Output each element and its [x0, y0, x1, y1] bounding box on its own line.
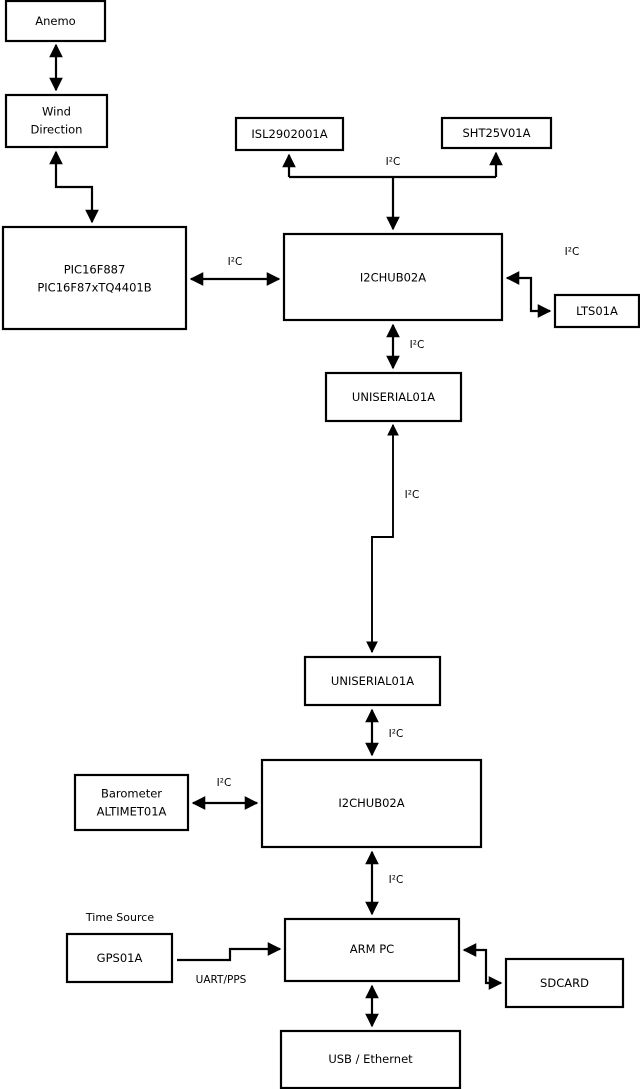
node-sdcard-box[interactable]: [504, 957, 625, 1009]
node-wind-direction[interactable]: Wind Direction: [4, 93, 109, 149]
node-arm-pc-box[interactable]: [283, 917, 461, 983]
node-lts01a-box[interactable]: [553, 293, 640, 329]
node-pic-label-line2: PIC16F87xTQ4401B: [37, 281, 151, 295]
node-i2chub02a-top[interactable]: I2CHUB02A: [282, 232, 504, 322]
node-uniserial01a-top[interactable]: UNISERIAL01A: [324, 371, 463, 423]
node-sdcard[interactable]: SDCARD: [504, 957, 625, 1009]
node-uniserial01a-bottom-box[interactable]: [303, 655, 442, 707]
node-uniserial01a-top-box[interactable]: [324, 371, 463, 423]
node-anemo[interactable]: Anemo: [4, 0, 107, 43]
node-isl2902001a-label: ISL2902001A: [251, 127, 327, 141]
node-pic-label-line1: PIC16F887: [64, 263, 126, 277]
node-uniserial01a-bottom[interactable]: UNISERIAL01A: [303, 655, 442, 707]
label-time-source: Time Source: [85, 911, 154, 924]
edge-arm-pc-sdcard: [462, 943, 503, 990]
node-barometer[interactable]: Barometer ALTIMET01A: [73, 773, 190, 832]
node-wind-direction-box[interactable]: [4, 93, 109, 149]
node-sht25v01a-box[interactable]: [440, 116, 553, 150]
edge-uniserial-top-uniserial-bottom: [366, 423, 399, 654]
node-gps01a-box[interactable]: [65, 932, 174, 984]
node-usb-ethernet[interactable]: USB / Ethernet: [279, 1029, 462, 1089]
node-i2chub02a-bottom[interactable]: I2CHUB02A: [260, 758, 483, 849]
edge-label-uniserial-to-hub-bottom: I²C: [389, 728, 404, 740]
node-i2chub02a-bottom-label: I2CHUB02A: [338, 796, 404, 810]
edge-label-hub-to-lts: I²C: [565, 246, 580, 258]
node-usb-ethernet-label: USB / Ethernet: [328, 1052, 413, 1066]
node-isl2902001a-box[interactable]: [234, 116, 345, 152]
node-isl2902001a[interactable]: ISL2902001A: [234, 116, 345, 152]
node-uniserial01a-bottom-label: UNISERIAL01A: [331, 674, 414, 688]
edge-label-hub-to-uniserial: I²C: [410, 339, 425, 351]
edge-label-pic-to-hub: I²C: [228, 256, 243, 268]
node-sht25v01a[interactable]: SHT25V01A: [440, 116, 553, 150]
edge-label-hub-to-sensors: I²C: [386, 156, 401, 168]
node-wind-direction-label-line1: Wind: [42, 105, 71, 119]
edge-label-gps-to-arm: UART/PPS: [196, 974, 247, 986]
edge-label-barometer-to-hub: I²C: [217, 777, 232, 789]
node-uniserial01a-top-label: UNISERIAL01A: [352, 390, 435, 404]
node-barometer-label-line1: Barometer: [101, 787, 162, 801]
node-sht25v01a-label: SHT25V01A: [463, 126, 531, 140]
edge-pic-wind-direction: [49, 150, 99, 224]
edge-gps-arm-pc: [177, 942, 282, 962]
node-barometer-label-line2: ALTIMET01A: [97, 805, 167, 819]
node-anemo-label: Anemo: [35, 14, 75, 28]
node-pic[interactable]: PIC16F887 PIC16F87xTQ4401B: [1, 225, 188, 331]
node-i2chub02a-bottom-box[interactable]: [260, 758, 483, 849]
node-sdcard-label: SDCARD: [540, 976, 589, 990]
node-i2chub02a-top-label: I2CHUB02A: [360, 271, 426, 285]
edge-label-uniserial-to-uniserial: I²C: [405, 489, 420, 501]
node-usb-ethernet-box[interactable]: [279, 1029, 462, 1089]
node-gps01a[interactable]: GPS01A: [65, 932, 174, 984]
node-barometer-box[interactable]: [73, 773, 190, 832]
node-gps01a-label: GPS01A: [97, 951, 143, 965]
node-arm-pc-label: ARM PC: [350, 942, 394, 956]
node-lts01a-label: LTS01A: [576, 304, 618, 318]
node-i2chub02a-top-box[interactable]: [282, 232, 504, 322]
edge-hub-top-lts: [505, 271, 552, 318]
edge-label-hub-to-arm: I²C: [389, 874, 404, 886]
node-lts01a[interactable]: LTS01A: [553, 293, 640, 329]
node-arm-pc[interactable]: ARM PC: [283, 917, 461, 983]
node-pic-box[interactable]: [1, 225, 188, 331]
node-anemo-box[interactable]: [4, 0, 107, 43]
node-wind-direction-label-line2: Direction: [31, 123, 83, 137]
